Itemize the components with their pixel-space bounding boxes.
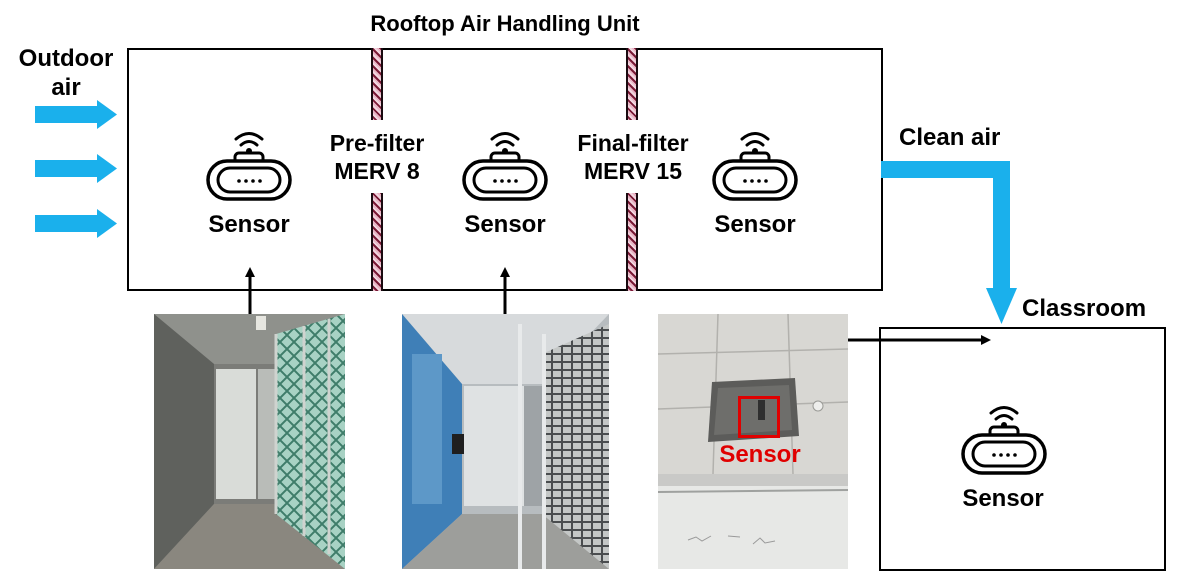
sensor-label: Sensor: [208, 211, 290, 238]
sensor-icon: [712, 132, 798, 201]
sensor-icon: [206, 132, 292, 201]
classroom-title: Classroom: [1022, 295, 1147, 322]
final-filter-name: Final-filter: [577, 130, 689, 156]
outdoor-air-label: Outdoor air: [6, 44, 126, 102]
pre-filter-name: Pre-filter: [329, 130, 425, 156]
sensor-icon: [961, 406, 1047, 475]
pre-filter-gap: [369, 120, 385, 193]
photo-sensor-callout: Sensor: [719, 441, 801, 468]
photo-ahu-prefilter-section: [154, 314, 345, 569]
sensor-label: Sensor: [714, 211, 796, 238]
inlet-arrow: [35, 209, 117, 238]
outdoor-air-label-line2: air: [51, 74, 81, 101]
pre-filter-rating: MERV 8: [334, 158, 420, 184]
photo-ahu-finalfilter-section: [402, 314, 609, 569]
final-filter-label: Final-filter MERV 15: [560, 129, 706, 185]
clean-air-duct-arrow: [881, 161, 1017, 324]
outdoor-air-label-line1: Outdoor: [18, 45, 114, 72]
sensor-label: Sensor: [464, 211, 546, 238]
inlet-arrow: [35, 100, 117, 129]
pre-filter-label: Pre-filter MERV 8: [310, 129, 444, 185]
clean-air-label: Clean air: [899, 124, 1001, 151]
ahu-title: Rooftop Air Handling Unit: [370, 11, 640, 36]
sensor-label: Sensor: [962, 485, 1044, 512]
final-filter-rating: MERV 15: [583, 158, 682, 184]
final-filter-gap: [624, 120, 640, 193]
sensor-icon: [462, 132, 548, 201]
inlet-arrow: [35, 154, 117, 183]
sensor-highlight-box: [738, 396, 780, 438]
